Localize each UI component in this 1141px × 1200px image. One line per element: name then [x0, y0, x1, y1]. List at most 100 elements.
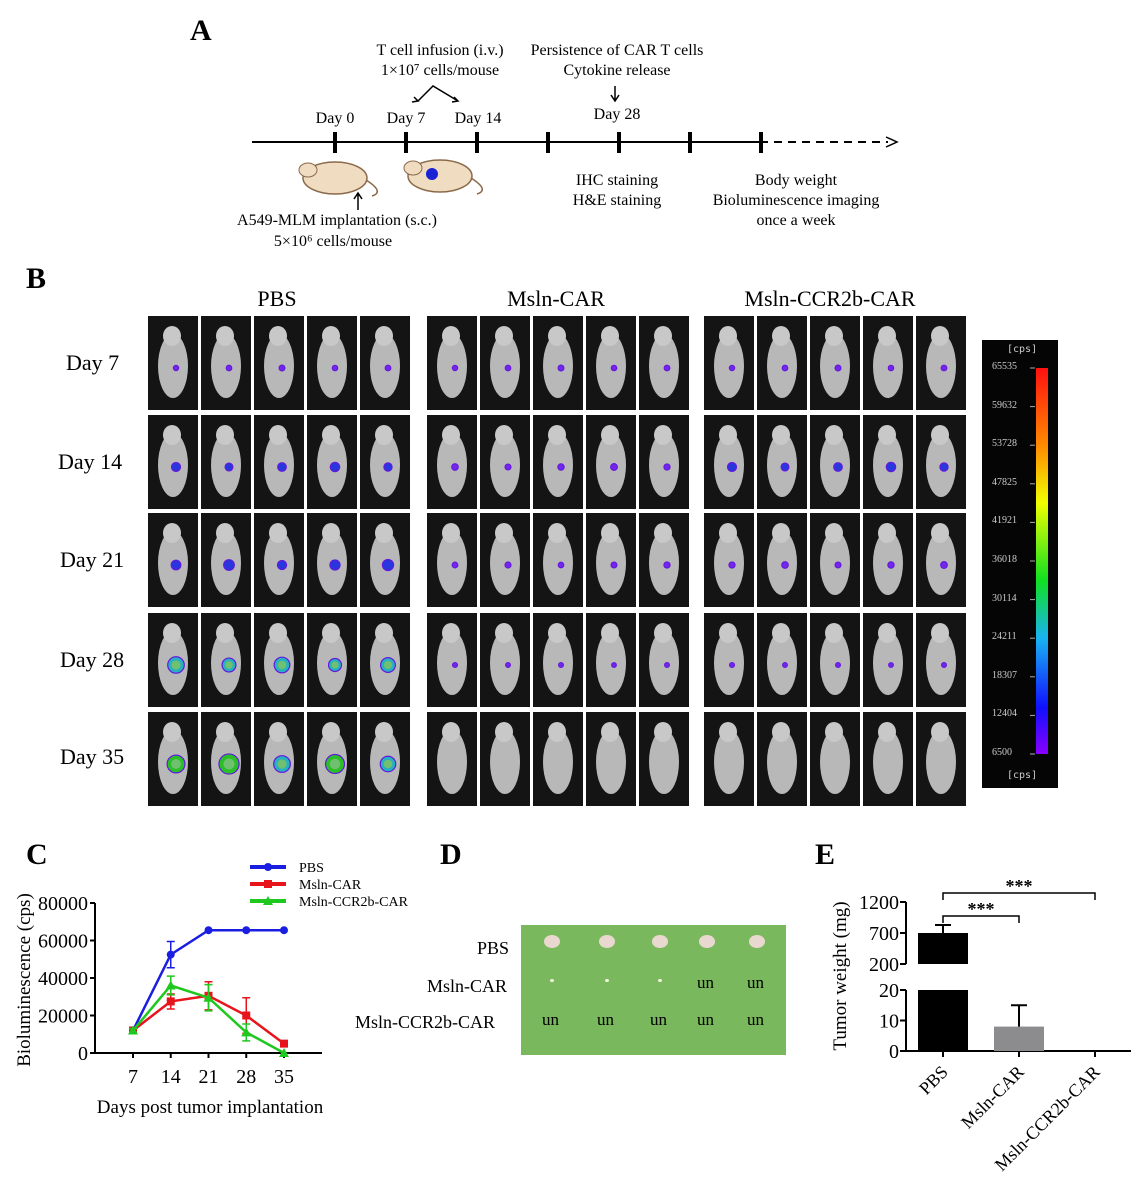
mouse-icon — [298, 161, 378, 197]
body-weight-text: Body weight — [754, 172, 838, 189]
y-tick-label: 40000 — [38, 968, 88, 990]
tumor-signal-core — [277, 660, 287, 670]
tumor-row-label-msln-ccr2b-car: Msln-CCR2b-CAR — [355, 1012, 496, 1032]
tumor-signal — [611, 662, 617, 668]
mouse-head — [163, 425, 181, 445]
mouse-head — [772, 623, 790, 643]
legend-marker — [264, 863, 272, 871]
mouse-image — [307, 316, 357, 410]
mouse-image — [533, 415, 583, 509]
mouse-head — [878, 326, 896, 346]
tumor-signal — [224, 462, 234, 472]
timeline-day-14: Day 14 — [454, 110, 502, 127]
data-point — [166, 997, 175, 1006]
tumor-signal-core — [171, 759, 181, 769]
significance-bracket — [942, 915, 1020, 923]
mouse-image — [254, 415, 304, 509]
colorbar-tick-label: 6500 — [992, 747, 1012, 758]
panel-label-e: E — [815, 838, 836, 871]
mouse-head — [269, 623, 287, 643]
error-bar — [1011, 1004, 1027, 1027]
tumor-signal — [781, 364, 789, 372]
legend-label: PBS — [299, 861, 324, 876]
mouse-body — [490, 433, 520, 497]
mouse-body — [211, 334, 241, 398]
series-pbs: PBS — [129, 861, 324, 1035]
tumor-signal — [504, 364, 512, 372]
tumor-signal — [451, 561, 459, 569]
tumor-signal — [610, 364, 618, 372]
mouse-head — [322, 326, 340, 346]
colorbar-tick-label: 24211 — [992, 631, 1017, 643]
mouse-head — [163, 523, 181, 543]
mouse-head — [878, 623, 896, 643]
row-label-day-35: Day 35 — [60, 744, 125, 769]
tumor-signal — [887, 364, 895, 372]
mouse-body — [649, 631, 679, 695]
tumor-signal — [782, 662, 788, 668]
series-msln-ccr2b-car: Msln-CCR2b-CAR — [128, 895, 409, 1057]
tumor-signal — [885, 461, 897, 473]
mouse-head — [719, 623, 737, 643]
mouse-body — [437, 631, 467, 695]
arrow-down-icon — [610, 86, 620, 103]
mouse-image — [639, 712, 689, 806]
tumor-signal — [557, 561, 565, 569]
mouse-body — [714, 631, 744, 695]
mouse-image — [533, 513, 583, 607]
tumor-signal — [834, 364, 842, 372]
tumor-signal — [383, 462, 393, 472]
unavailable-mark: un — [697, 1010, 714, 1029]
group-label-msln-car: Msln-CAR — [507, 286, 605, 311]
mouse-head — [772, 523, 790, 543]
mouse-body — [596, 531, 626, 595]
mouse-body — [820, 730, 850, 794]
mouse-image — [427, 712, 477, 806]
bioluminescence-grid — [148, 316, 1058, 806]
y-axis-label: Bioluminescence (cps) — [14, 893, 35, 1067]
legend-marker — [263, 896, 273, 905]
mouse-image — [639, 316, 689, 410]
mouse-head — [825, 722, 843, 742]
mouse-head — [654, 425, 672, 445]
data-point — [165, 980, 176, 990]
implant-text: A549-MLM implantation (s.c.) — [237, 212, 437, 229]
y-tick-label: 10 — [879, 1011, 899, 1033]
infusion-arrowheads — [411, 96, 460, 103]
mouse-head — [375, 722, 393, 742]
mouse-image — [533, 316, 583, 410]
tumor-signal — [941, 662, 947, 668]
tumor-signal — [277, 462, 287, 472]
mouse-head — [548, 722, 566, 742]
group-label-msln-ccr2b-car: Msln-CCR2b-CAR — [744, 286, 916, 311]
data-point — [279, 1048, 289, 1057]
tumor-signal — [278, 364, 286, 372]
mouse-body — [767, 730, 797, 794]
row-label-day-21: Day 21 — [60, 547, 125, 572]
implant-dose: 5×10⁶ cells/mouse — [273, 233, 393, 250]
mouse-head — [163, 326, 181, 346]
mouse-image — [863, 415, 913, 509]
panel-label-b: B — [26, 262, 47, 295]
mouse-image — [863, 712, 913, 806]
arrow-up-icon — [353, 191, 363, 210]
mouse-head — [654, 722, 672, 742]
mouse-image — [254, 316, 304, 410]
mouse-image — [810, 613, 860, 707]
mouse-body — [714, 334, 744, 398]
mouse-image — [586, 513, 636, 607]
mouse-head — [772, 425, 790, 445]
mouse-head — [322, 623, 340, 643]
mouse-body — [490, 334, 520, 398]
mouse-body — [543, 730, 573, 794]
colorbar-tick-label: 41921 — [992, 515, 1017, 527]
data-point — [280, 1039, 288, 1048]
tumor-signal — [331, 364, 339, 372]
y-tick-label: 60000 — [38, 931, 88, 953]
mouse-image — [427, 513, 477, 607]
mouse-body — [543, 334, 573, 398]
tumor-row-label-msln-car: Msln-CAR — [427, 976, 508, 996]
colorbar-tick-label: 59632 — [992, 399, 1017, 411]
